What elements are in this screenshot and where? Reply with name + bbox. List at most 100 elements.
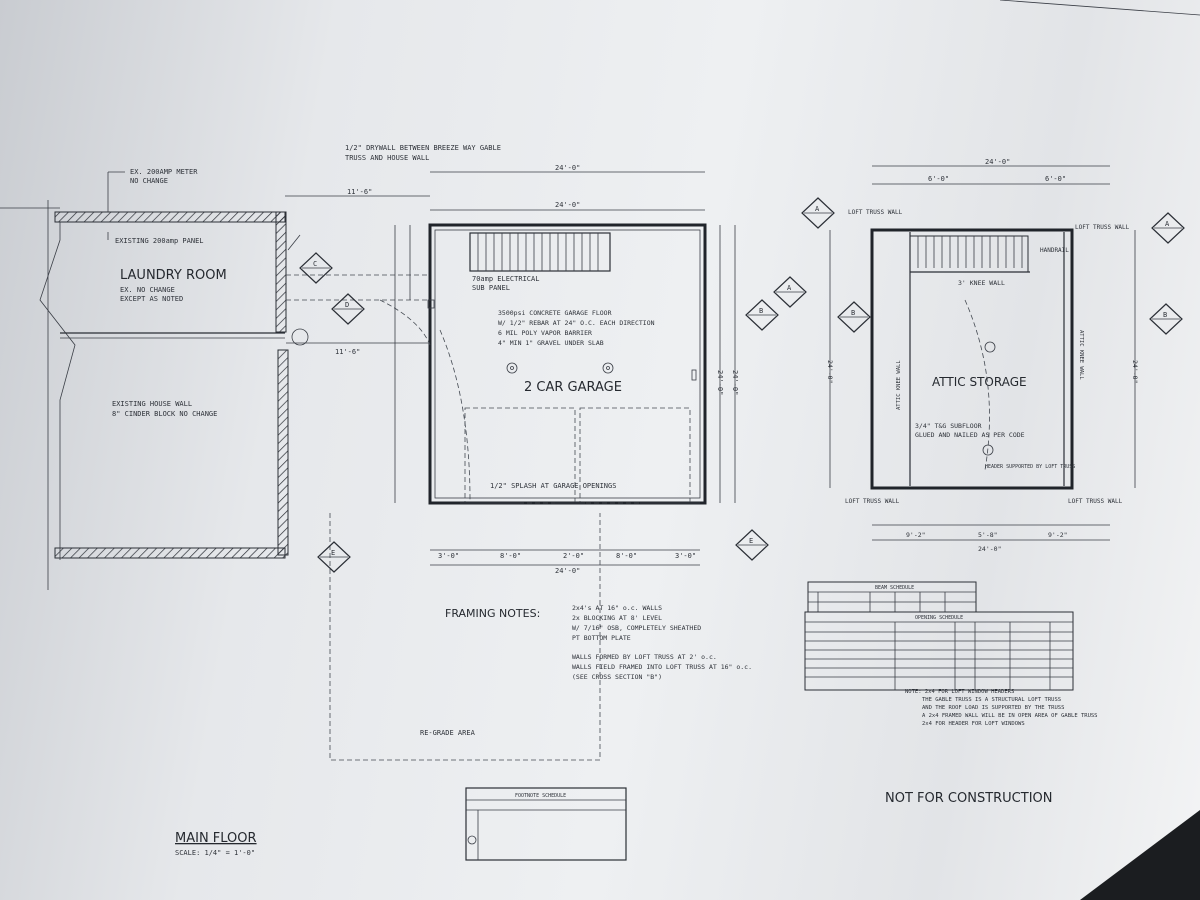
beam-schedule-title: BEAM SCHEDULE xyxy=(875,585,914,591)
opening-note-1: NOTE: 2x4 FOR LOFT WINDOW HEADERS xyxy=(905,689,1014,695)
dim-mid: 11'-6" xyxy=(335,348,360,356)
marker-letter-d: D xyxy=(345,301,349,309)
panel-note: EXISTING 200amp PANEL xyxy=(115,237,204,245)
attic-dim-top-left: 6'-0" xyxy=(928,175,949,183)
attic-dim-top-right: 6'-0" xyxy=(1045,175,1066,183)
marker-letter-b3: B xyxy=(1163,311,1167,319)
subfloor-note-1: 3/4" T&G SUBFLOOR xyxy=(915,422,982,430)
marker-letter-c: C xyxy=(313,260,317,268)
dim-bottom-3: 2'-0" xyxy=(563,552,584,560)
opening-schedule-title: OPENING SCHEDULE xyxy=(915,615,963,621)
drywall-note-1: 1/2" DRYWALL BETWEEN BREEZE WAY GABLE xyxy=(345,144,501,152)
attic-room-label: ATTIC STORAGE xyxy=(932,375,1027,389)
section-marker-e-garage xyxy=(317,541,351,573)
marker-letter-b1: B xyxy=(759,307,763,315)
dim-top-inner: 24'-0" xyxy=(555,201,580,209)
footnote-schedule-title: FOOTNOTE SCHEDULE xyxy=(515,793,566,799)
scale-label: SCALE: 1/4" = 1'-0" xyxy=(175,849,255,857)
opening-note-5: 2x4 FOR HEADER FOR LOFT WINDOWS xyxy=(922,721,1025,727)
marker-letter-e1: E xyxy=(331,549,335,557)
attic-dim-top-total: 24'-0" xyxy=(985,158,1010,166)
marker-letter-a3: A xyxy=(1165,220,1170,228)
dim-bottom-total: 24'-0" xyxy=(555,567,580,575)
section-marker-b-attic xyxy=(837,301,871,333)
framing-note-7: (SEE CROSS SECTION "B") xyxy=(572,673,662,681)
footnote-schedule-table xyxy=(465,787,627,861)
framing-note-5: WALLS FORMED BY LOFT TRUSS AT 2' o.c. xyxy=(572,653,717,661)
stair-treads xyxy=(477,233,599,271)
floor-note-4: 4" MIN 1" GRAVEL UNDER SLAB xyxy=(498,339,604,347)
floor-note-2: W/ 1/2" REBAR AT 24" O.C. EACH DIRECTION xyxy=(498,319,655,327)
attic-side-wall-right: ATTIC KNEE WALL xyxy=(1078,330,1084,380)
attic-dim-side-left: 24'-0" xyxy=(826,360,834,383)
section-marker-a-right xyxy=(1151,212,1185,244)
attic-plan xyxy=(829,165,1136,541)
sub-panel-note-1: 70amp ELECTRICAL xyxy=(472,275,539,283)
opening-schedule-table xyxy=(804,611,1074,691)
marker-letter-e2: E xyxy=(749,537,753,545)
dim-side-inner: 24'-0" xyxy=(716,370,724,395)
loft-truss-wall-top-left: LOFT TRUSS WALL xyxy=(848,209,903,216)
attic-dim-bottom-1: 9'-2" xyxy=(906,531,926,539)
sub-panel-note-2: SUB PANEL xyxy=(472,284,510,292)
opening-note-2: THE GABLE TRUSS IS A STRUCTURAL LOFT TRU… xyxy=(922,697,1061,703)
floor-note-3: 6 MIL POLY VAPOR BARRIER xyxy=(498,329,592,337)
dim-bottom-2: 8'-0" xyxy=(500,552,521,560)
section-marker-b-garage xyxy=(745,299,779,331)
marker-letter-b2: B xyxy=(851,309,855,317)
splash-note: 1/2" SPLASH AT GARAGE OPENINGS xyxy=(490,482,616,490)
floor-note-1: 3500psi CONCRETE GARAGE FLOOR xyxy=(498,309,612,317)
framing-note-4: PT BOTTOM PLATE xyxy=(572,634,631,642)
framing-note-2: 2x BLOCKING AT 8' LEVEL xyxy=(572,614,662,622)
laundry-room-label: LAUNDRY ROOM xyxy=(120,268,227,283)
loft-truss-wall-bottom-left: LOFT TRUSS WALL xyxy=(845,498,900,505)
framing-note-1: 2x4's AT 16" o.c. WALLS xyxy=(572,604,662,612)
section-marker-e-right xyxy=(735,529,769,561)
knee-wall-label: 3' KNEE WALL xyxy=(958,279,1005,287)
garage-plan xyxy=(285,171,736,761)
dim-top-outer: 24'-0" xyxy=(555,164,580,172)
header-note: HEADER SUPPORTED BY LOFT TRUSS xyxy=(985,464,1075,470)
attic-dim-bottom-2: 5'-8" xyxy=(978,531,998,539)
attic-dim-side-right: 24'-0" xyxy=(1131,360,1139,383)
dim-bottom-5: 3'-0" xyxy=(675,552,696,560)
framing-note-3: W/ 7/16" OSB, COMPLETELY SHEATHED xyxy=(572,624,701,632)
dim-side-outer: 24'-0" xyxy=(731,370,739,395)
not-for-construction-stamp: NOT FOR CONSTRUCTION xyxy=(885,791,1053,806)
meter-note-1: EX. 200AMP METER xyxy=(130,168,198,176)
attic-dim-bottom-3: 9'-2" xyxy=(1048,531,1068,539)
dim-top-left: 11'-6" xyxy=(347,188,372,196)
attic-dim-bottom-total: 24'-0" xyxy=(978,545,1001,553)
house-wall-note-2: 8" CINDER BLOCK NO CHANGE xyxy=(112,410,217,418)
meter-note-2: NO CHANGE xyxy=(130,177,168,185)
drywall-note-2: TRUSS AND HOUSE WALL xyxy=(345,154,429,162)
laundry-room-plan xyxy=(0,171,430,590)
opening-note-4: A 2x4 FRAMED WALL WILL BE IN OPEN AREA O… xyxy=(922,713,1098,719)
attic-side-wall-left: ATTIC KNEE WALL xyxy=(896,360,902,410)
section-marker-b-right xyxy=(1149,303,1183,335)
garage-room-label: 2 CAR GARAGE xyxy=(524,380,622,395)
section-marker-a-garage xyxy=(773,276,807,308)
section-marker-c xyxy=(299,252,333,284)
marker-letter-a2: A xyxy=(815,205,820,213)
laundry-note-2: EXCEPT AS NOTED xyxy=(120,295,183,303)
marker-letter-a1: A xyxy=(787,284,792,292)
regrade-label: RE-GRADE AREA xyxy=(420,729,476,737)
attic-stair-treads xyxy=(917,236,1023,268)
framing-note-6: WALLS FIELD FRAMED INTO LOFT TRUSS AT 16… xyxy=(572,663,752,671)
dim-bottom-4: 8'-0" xyxy=(616,552,637,560)
dim-bottom-1: 3'-0" xyxy=(438,552,459,560)
loft-truss-wall-bottom-right: LOFT TRUSS WALL xyxy=(1068,498,1123,505)
loft-truss-wall-top-right: LOFT TRUSS WALL xyxy=(1075,224,1130,231)
laundry-note-1: EX. NO CHANGE xyxy=(120,286,175,294)
handrail-label: HANDRAIL xyxy=(1040,247,1069,254)
main-floor-title: MAIN FLOOR xyxy=(175,831,257,846)
subfloor-note-2: GLUED AND NAILED AS PER CODE xyxy=(915,431,1025,439)
section-marker-a-attic xyxy=(801,197,835,229)
section-markers xyxy=(299,197,1185,573)
framing-notes-title: FRAMING NOTES: xyxy=(445,607,540,620)
section-marker-d xyxy=(331,293,365,325)
